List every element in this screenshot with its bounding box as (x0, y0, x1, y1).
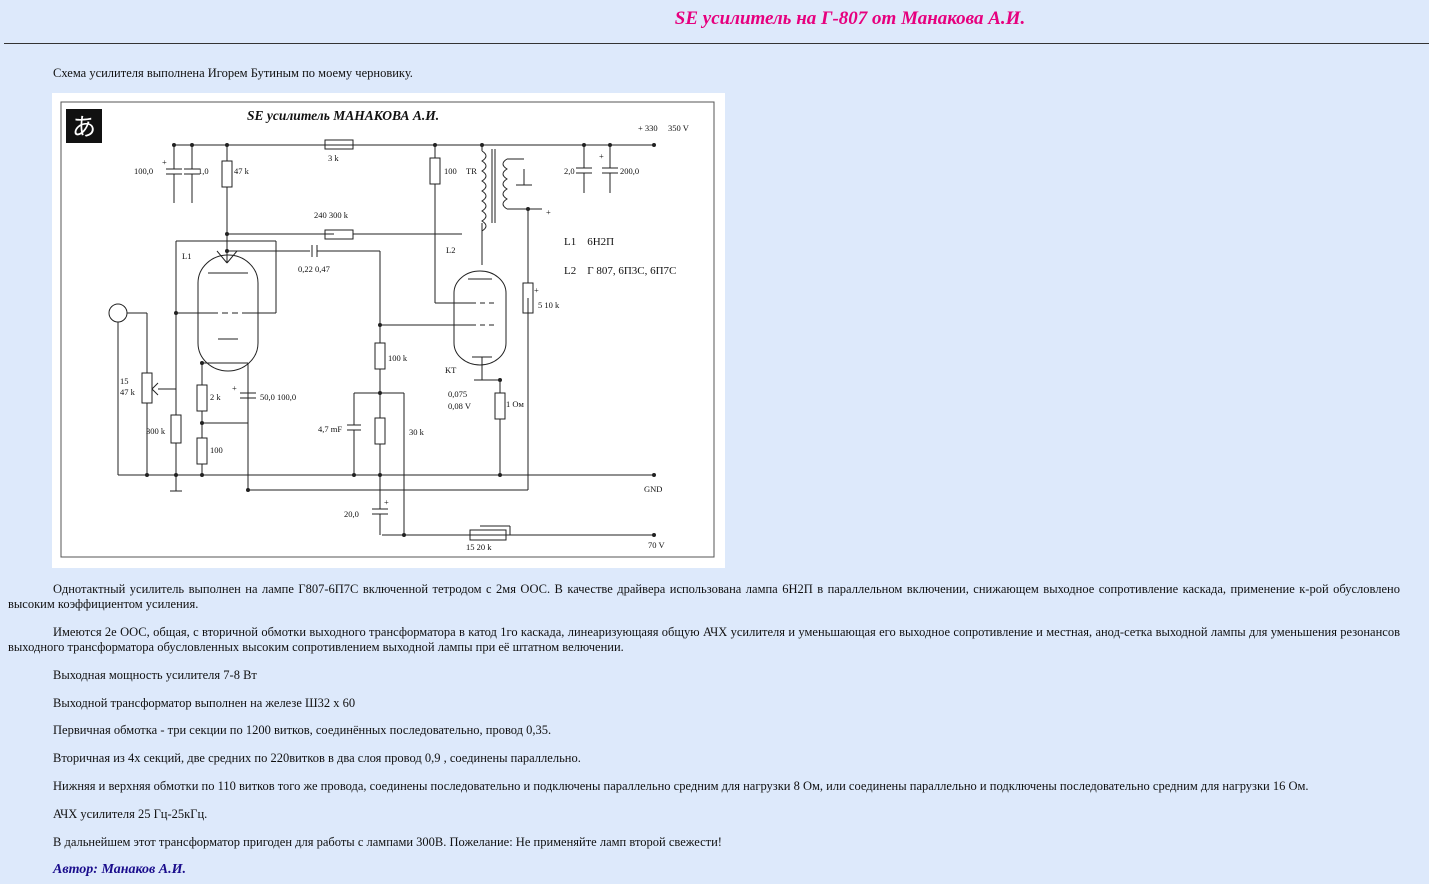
label-c-plus1: + (162, 157, 167, 167)
label-sec-plus: + (546, 207, 551, 217)
label-r100b: 100 (210, 445, 223, 455)
label-r100: 100 (444, 166, 457, 176)
schematic-title: SE усилитель МАНАКОВА А.И. (247, 108, 439, 123)
label-pot47k: 47 k (120, 387, 136, 397)
schematic-logo-glyph: あ (72, 115, 96, 141)
label-r5-plus: + (534, 285, 539, 295)
schematic-figure: あ SE усилитель МАНАКОВА А.И. + 330 350 V… (52, 93, 725, 568)
legend-l1: L1 6Н2П (564, 236, 614, 248)
label-r300k: 300 k (146, 426, 166, 436)
label-r1om: 1 Ом (506, 399, 525, 409)
label-70v: 70 V (648, 540, 665, 550)
text-line-note: В дальнейшем этот трансформатор пригоден… (53, 835, 722, 849)
text-line-primary: Первичная обмотка - три секции по 1200 в… (53, 723, 552, 737)
label-r5-10k: 5 10 k (538, 300, 560, 310)
label-r3k: 3 k (328, 153, 339, 163)
header-divider (4, 43, 1429, 44)
text-line-core: Выходной трансформатор выполнен на желез… (53, 696, 356, 710)
label-c20-plus: + (384, 497, 389, 507)
intro-text: Схема усилителя выполнена Игорем Бутиным… (53, 66, 413, 80)
label-c20: 20,0 (344, 509, 359, 519)
label-c-plus2: + (599, 151, 604, 161)
legend-l2: L2 Г 807, 6П3С, 6П7С (564, 265, 676, 277)
label-l2-tube: L2 (446, 245, 455, 255)
paragraph-1: Однотактный усилитель выполнен на лампе … (8, 582, 1400, 611)
label-c1: 1,0 (198, 166, 209, 176)
label-r2k: 2 k (210, 392, 221, 402)
label-c50-100: 50,0 100,0 (260, 392, 296, 402)
label-c022: 0,22 0,47 (298, 264, 330, 274)
label-tr: TR (466, 166, 477, 176)
label-l1-tube: L1 (182, 251, 191, 261)
label-c2: 2,0 (564, 166, 575, 176)
label-r47k: 47 k (234, 166, 250, 176)
schematic-diagram: あ SE усилитель МАНАКОВА А.И. + 330 350 V… (60, 101, 715, 558)
author-signature: Автор: Манаков А.И. (53, 862, 187, 877)
label-kt-v2: 0,08 V (448, 401, 472, 411)
label-pot15: 15 (120, 376, 129, 386)
paragraph-2: Имеются 2е ООС, общая, с вторичной обмот… (8, 625, 1400, 654)
label-c47mf: 4,7 mF (318, 424, 342, 434)
text-line-response: АЧХ усилителя 25 Гц-25кГц. (53, 807, 208, 821)
label-supply-volts: 350 V (668, 123, 690, 133)
label-r100k: 100 k (388, 353, 408, 363)
label-r240-300k: 240 300 k (314, 210, 349, 220)
text-line-power: Выходная мощность усилителя 7-8 Вт (53, 668, 257, 682)
label-r15-20k: 15 20 k (466, 542, 492, 552)
text-line-secondary: Вторичная из 4х секций, две средних по 2… (53, 751, 581, 765)
label-supply-plus: + 330 (638, 123, 658, 133)
text-line-windings: Нижняя и верхняя обмотки по 110 витков т… (53, 779, 1309, 793)
label-gnd: GND (644, 484, 662, 494)
label-c200: 200,0 (620, 166, 639, 176)
label-c50-plus: + (232, 383, 237, 393)
label-r30k: 30 k (409, 427, 425, 437)
label-c100: 100,0 (134, 166, 153, 176)
page-title: SE усилитель на Г-807 от Манакова А.И. (674, 8, 1026, 29)
label-kt-v1: 0,075 (448, 389, 467, 399)
label-kt: KT (445, 365, 457, 375)
schematic-logo (66, 109, 102, 143)
